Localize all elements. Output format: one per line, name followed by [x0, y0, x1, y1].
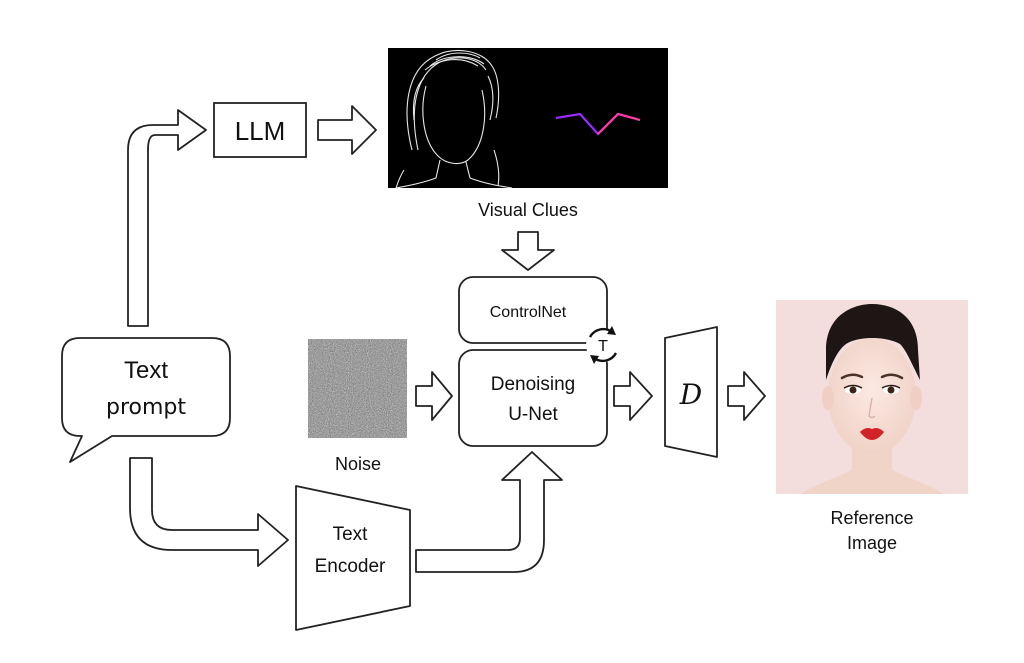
decoder-block: [664, 326, 718, 458]
denoising-label-line2: U-Net: [508, 404, 558, 425]
llm-box: [213, 102, 307, 158]
denoising-unet-box: [458, 349, 608, 447]
llm-to-clues-arrow: [317, 105, 377, 155]
decoder-to-reference-arrow: [727, 371, 766, 421]
refresh-cycle-icon: T: [586, 326, 620, 364]
visual-clues-label: Visual Clues: [478, 200, 578, 220]
text-prompt-bubble: [61, 337, 231, 463]
text-prompt-line2: prompt: [106, 395, 186, 420]
text-prompt-line1: Text: [124, 357, 168, 384]
prompt-to-llm-arrow: [127, 109, 207, 327]
text-encoder-line1: Text: [333, 524, 369, 545]
encoder-to-unet-arrow: [415, 451, 563, 573]
t-label: T: [598, 338, 608, 355]
llm-label: LLM: [235, 116, 286, 146]
decoder-label: D: [679, 378, 702, 411]
noise-label: Noise: [335, 454, 381, 474]
noise-to-unet-arrow: [415, 371, 453, 421]
visual-clues-image: [388, 48, 668, 189]
text-encoder-block: [295, 485, 411, 631]
reference-label-line2: Image: [847, 533, 897, 553]
denoising-label-line1: Denoising: [491, 374, 576, 395]
reference-image: [776, 300, 968, 494]
clues-to-controlnet-arrow: [501, 231, 555, 271]
prompt-to-encoder-arrow: [129, 457, 289, 567]
noise-image: [308, 339, 407, 438]
text-encoder-line2: Encoder: [315, 556, 386, 577]
unet-to-decoder-arrow: [613, 371, 653, 421]
reference-label-line1: Reference: [830, 508, 913, 528]
controlnet-label: ControlNet: [490, 304, 567, 321]
controlnet-box: [458, 276, 608, 344]
